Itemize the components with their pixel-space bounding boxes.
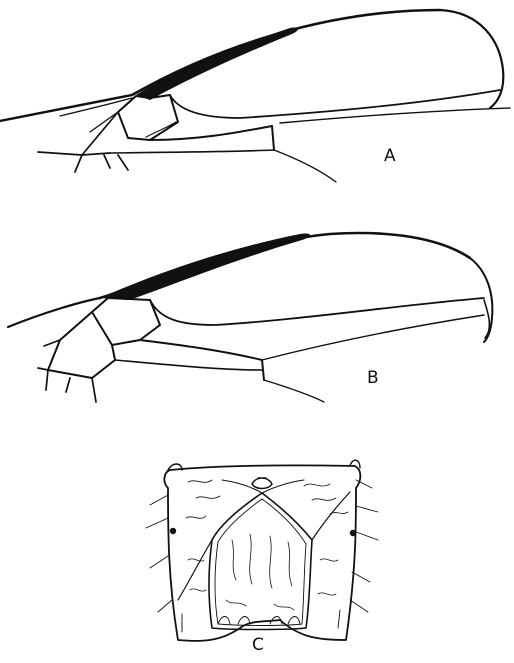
wing-b-lower-cell (48, 312, 115, 378)
panel-c-label: C (252, 637, 264, 654)
wing-b-apex-tip (484, 300, 489, 338)
wing-a-apical-margin (440, 10, 503, 108)
wing-a-basal-cell (118, 95, 178, 140)
sclerite-outline (164, 465, 360, 640)
sclerite-central-plate (209, 493, 312, 630)
wing-b-median-vein (140, 340, 262, 360)
wing-b-basal-veins (38, 340, 96, 402)
wing-b-drawing (8, 233, 492, 402)
wing-b-lower-vein (115, 360, 262, 370)
panel-a-label: A (384, 148, 396, 165)
wing-a-inner-cell (146, 122, 176, 137)
wing-a-stigma (136, 27, 298, 100)
wing-b-basal-cell (92, 298, 160, 345)
wing-a-drawing (0, 10, 510, 182)
sclerite-bristles (146, 480, 378, 632)
sclerite-left-ridge (178, 540, 212, 600)
panel-b-label: B (367, 370, 379, 387)
wing-b-hind-margin (262, 315, 484, 360)
wing-a-costal-margin (0, 95, 132, 121)
sclerite-apical-knot (252, 478, 272, 489)
sclerite-c-drawing (146, 460, 378, 641)
sclerite-upper-ridge (222, 480, 304, 493)
wing-a-hind-margin (280, 108, 510, 123)
wing-a-radial-vein (170, 90, 500, 118)
sclerite-basal-folds (218, 617, 300, 625)
wing-b-stigma (100, 233, 310, 300)
wing-b-cross-vein (262, 360, 264, 380)
wing-a-basal-veins (38, 112, 128, 172)
sclerite-wrinkles (186, 480, 348, 610)
wing-b-radial-vein (150, 298, 484, 325)
sclerite-left-spiracle (170, 528, 176, 534)
sclerite-right-spiracle (350, 530, 356, 536)
wing-a-distal-vein (274, 150, 336, 182)
wing-a-cross-vein (272, 126, 274, 150)
wing-b-costal-margin (8, 298, 100, 327)
wing-a-lower-vein (110, 150, 274, 153)
wing-b-distal-vein (264, 380, 324, 402)
